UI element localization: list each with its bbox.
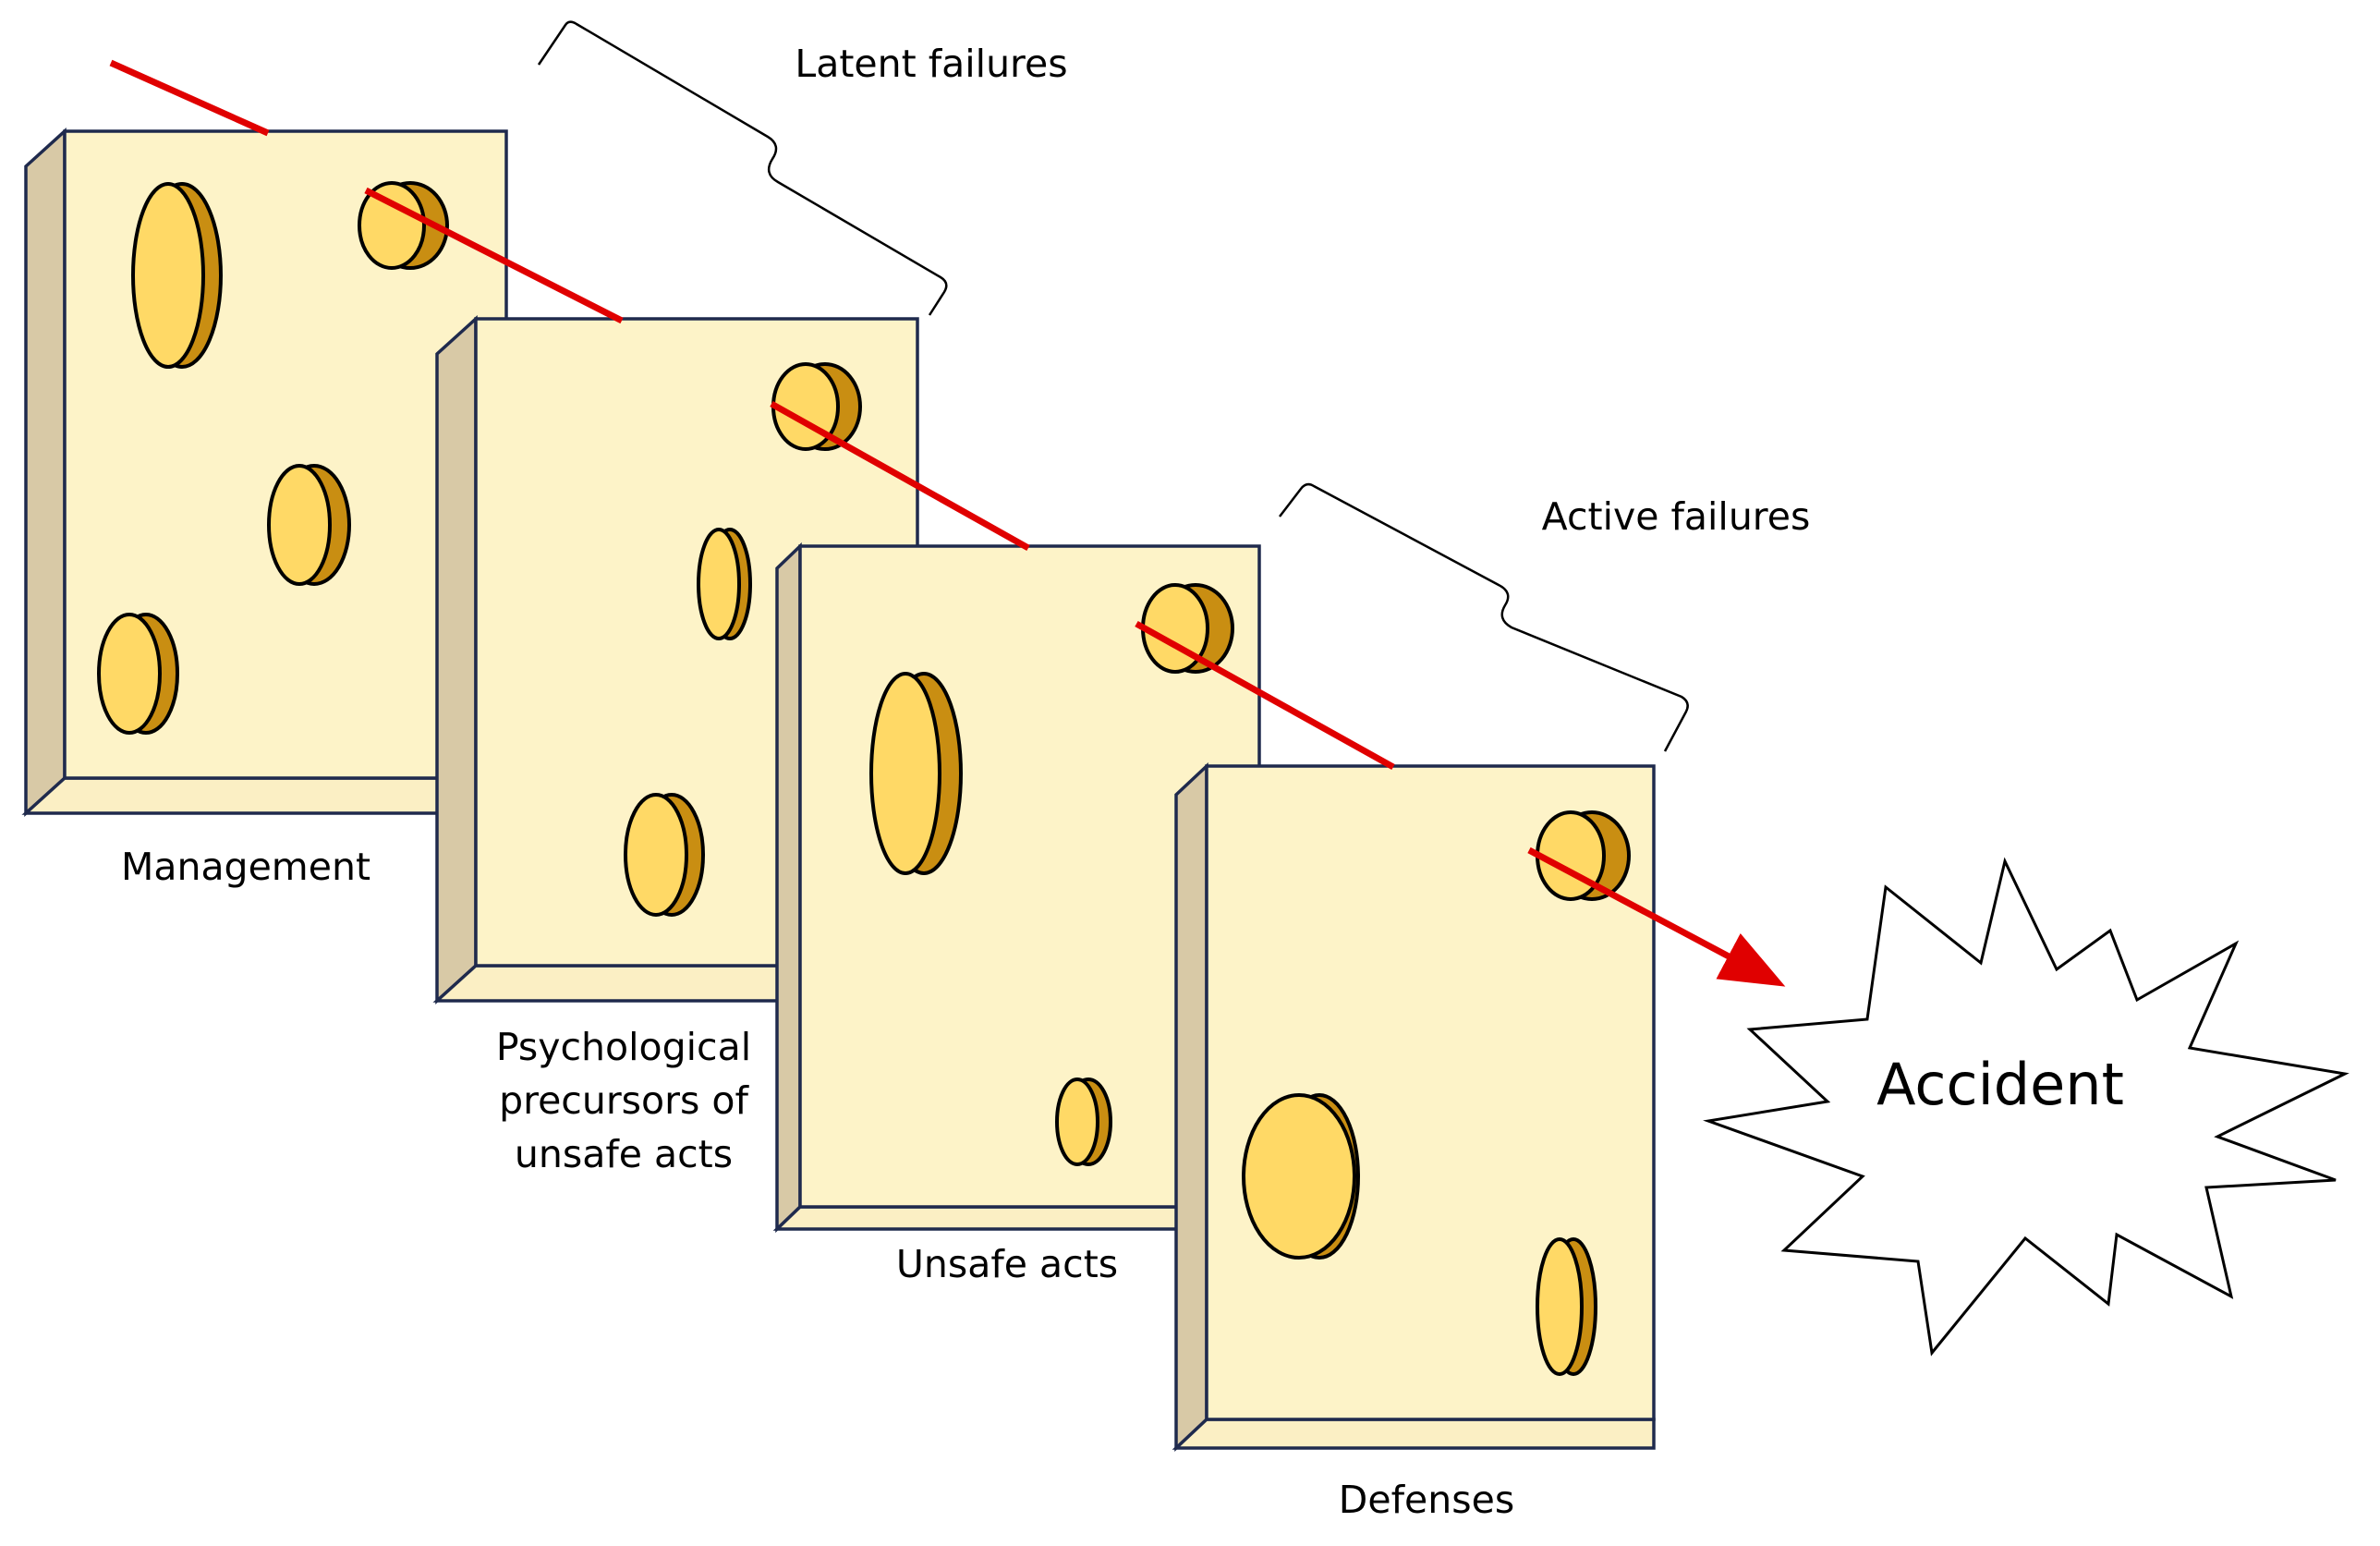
active-failures-label: Active failures (1542, 494, 1811, 539)
slice-defenses (1172, 761, 1656, 1453)
hole-unsafe-2 (1141, 583, 1234, 674)
trajectory-segment-1 (109, 59, 270, 137)
hole-defenses-1 (1536, 810, 1631, 901)
slice-management (21, 128, 508, 817)
accident-burst: Accident (1703, 857, 2350, 1357)
defenses-label: Defenses (1339, 1478, 1514, 1522)
trajectory-segment-2 (364, 187, 624, 324)
hole-management-1 (131, 182, 223, 369)
accident-label: Accident (1876, 1051, 2124, 1118)
hole-psych-3 (624, 793, 705, 917)
psych-precursors-label-line1: Psychological (496, 1025, 751, 1069)
latent-failures-label: Latent failures (795, 42, 1067, 86)
hole-defenses-2 (1242, 1093, 1360, 1260)
hole-management-4 (97, 613, 179, 735)
hole-psych-2 (697, 528, 752, 640)
active-failures-brace (1279, 482, 1689, 752)
psych-precursors-label-line3: unsafe acts (515, 1132, 733, 1176)
hole-unsafe-3 (1055, 1077, 1112, 1166)
trajectory-arrow (1527, 846, 1786, 987)
psych-precursors-label-line2: precursors of (499, 1078, 749, 1123)
latent-failures-brace (537, 20, 948, 316)
accident-starburst-shape (1703, 857, 2350, 1357)
hole-defenses-3 (1536, 1237, 1597, 1376)
trajectory-segment-4 (1135, 620, 1395, 771)
unsafe-acts-label: Unsafe acts (896, 1242, 1118, 1286)
trajectory-segment-3 (770, 400, 1030, 552)
hole-management-3 (267, 464, 351, 586)
management-label: Management (121, 845, 370, 889)
hole-unsafe-1 (869, 672, 963, 875)
hole-psych-1 (771, 362, 862, 451)
